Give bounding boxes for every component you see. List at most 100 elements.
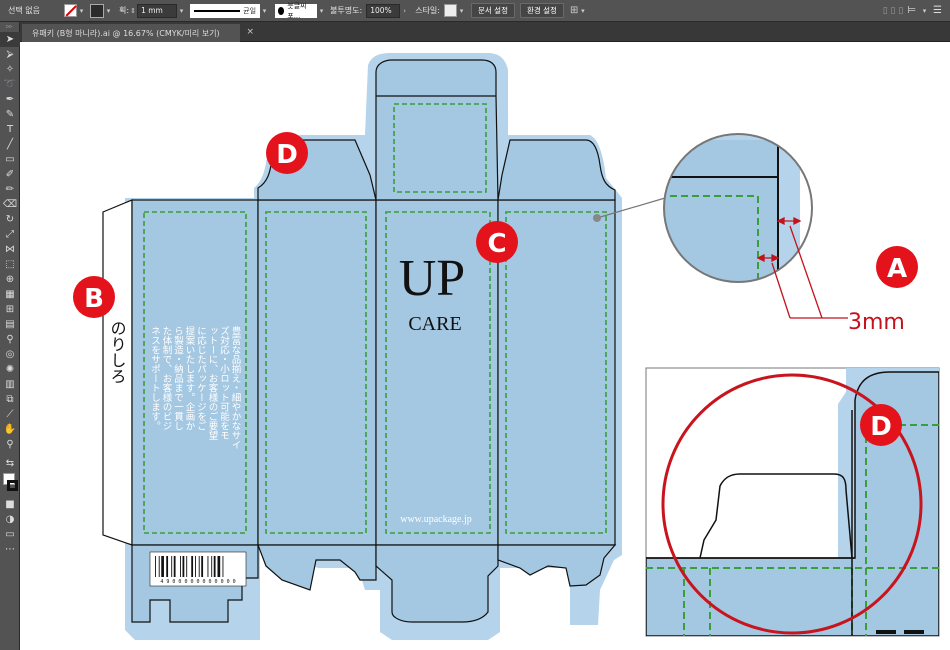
stroke-weight-dropdown-icon[interactable]: ▾ (179, 6, 184, 15)
barcode-bar (182, 556, 185, 577)
curvature-tool-icon[interactable]: ✎ (5, 108, 15, 120)
brush-dot-icon (278, 6, 285, 15)
side-copy-line: ら製造・納品まで一貫し (172, 326, 184, 431)
stroke-color-icon[interactable] (7, 480, 18, 491)
opacity-field[interactable]: 100% (366, 3, 401, 18)
type-tool-icon[interactable]: T (6, 123, 14, 135)
control-bar: 선택 없음 ▾ ▾ 획: ⇕ 1 mm ▾ 균일 ▾ 붓글씨 포... ▾ 불투… (0, 0, 950, 22)
barcode-bar (171, 556, 173, 577)
brush-definition[interactable]: 붓글씨 포... (275, 2, 318, 20)
document-tab-title: 유패키 (B형 마니라).ai @ 16.67% (CMYK/미리 보기) (32, 28, 220, 38)
side-copy-line: た体制で、お客様のビジ (161, 326, 173, 431)
side-copy-line: に応じたパッケージをご (195, 326, 207, 431)
side-copy-line: ネスをサポートします。 (149, 326, 161, 431)
safe-lines (143, 103, 607, 534)
width-tool-icon[interactable]: ⋈ (5, 243, 15, 255)
lasso-tool-icon[interactable]: ➰ (3, 78, 17, 90)
direct-selection-tool-icon[interactable]: ⮚ (6, 48, 14, 60)
marker-c-label: C (487, 229, 506, 259)
panel-collapse-icon[interactable]: ▹▹ (6, 23, 13, 30)
barcode-bar (207, 556, 209, 577)
more-tools-icon[interactable]: ⋯ (5, 543, 15, 555)
arrange-icon[interactable]: ⊞ (569, 5, 579, 16)
isolate-dropdown-icon[interactable]: ▾ (922, 6, 927, 15)
stroke-dropdown-icon[interactable]: ▾ (106, 6, 111, 15)
barcode-bar (211, 556, 213, 577)
marker-a-label: A (887, 254, 907, 284)
artboard-tool-icon[interactable]: ⧉ (6, 393, 14, 405)
shaper-tool-icon[interactable]: ✏ (5, 183, 15, 195)
opacity-arrow-icon[interactable]: › (403, 6, 407, 15)
close-tab-icon[interactable]: × (246, 27, 254, 37)
free-transform-tool-icon[interactable]: ⬚ (5, 258, 15, 270)
style-dropdown-icon[interactable]: ▾ (459, 6, 464, 15)
perspective-grid-tool-icon[interactable]: ▦ (5, 288, 15, 300)
rectangle-tool-icon[interactable]: ▭ (5, 153, 15, 165)
blend-tool-icon[interactable]: ◎ (5, 348, 15, 360)
marker-b-label: B (84, 284, 104, 314)
graphic-style-swatch[interactable] (443, 4, 457, 17)
tools-panel: ▹▹ ➤ ⮚ ✧ ➰ ✒ ✎ T ╱ ▭ ✐ ✏ ⌫ ↻ ⤢ ⋈ ⬚ ⊕ ▦ ⊞… (0, 22, 20, 650)
rotate-tool-icon[interactable]: ↻ (5, 213, 15, 225)
hand-tool-icon[interactable]: ✋ (3, 423, 17, 435)
bottom-flap-right (497, 544, 617, 587)
symbol-sprayer-tool-icon[interactable]: ✺ (5, 363, 15, 375)
slice-tool-icon[interactable]: ⟋ (6, 408, 14, 420)
glue-tab-label: のりしろ (108, 320, 127, 384)
mesh-tool-icon[interactable]: ⊞ (5, 303, 15, 315)
color-mode-icon[interactable]: ■ (5, 498, 15, 510)
selection-status: 선택 없음 (8, 6, 40, 15)
opacity-label[interactable]: 불투명도: (330, 6, 363, 15)
line-tool-icon[interactable]: ╱ (6, 138, 14, 150)
screen-mode-icon[interactable]: ▭ (5, 528, 15, 540)
draw-mode-icon[interactable]: ◑ (5, 513, 15, 525)
barcode-bar (201, 556, 204, 577)
isolate-icon[interactable]: ⊨ (907, 5, 917, 16)
marker-d-top-label: D (276, 140, 298, 170)
artboard-canvas[interactable]: のりしろ 豊富な品揃え・細やかなサイズ対応・小ロット可能をモットーに、お客様のご… (20, 42, 950, 650)
barcode-bar (180, 556, 181, 577)
shape-builder-tool-icon[interactable]: ⊕ (5, 273, 15, 285)
scale-tool-icon[interactable]: ⤢ (6, 228, 14, 240)
fill-stroke-widget[interactable] (0, 471, 19, 497)
column-graph-tool-icon[interactable]: ▥ (5, 378, 15, 390)
pen-tool-icon[interactable]: ✒ (5, 93, 15, 105)
side-copy-line: ットーに、お客様のご要望 (207, 326, 219, 440)
eraser-tool-icon[interactable]: ⌫ (2, 198, 18, 210)
stroke-weight-spinner-icon[interactable]: ⇕ (130, 6, 136, 15)
stroke-swatch[interactable] (90, 3, 104, 18)
swap-fill-stroke-icon[interactable]: ⇆ (5, 457, 15, 469)
front-panel (375, 199, 499, 546)
arrange-dropdown-icon[interactable]: ▾ (581, 6, 585, 15)
stroke-weight-field[interactable]: 1 mm (137, 3, 178, 18)
dimension-label: 3mm (848, 310, 905, 335)
barcode-bar (186, 556, 188, 577)
brush-dropdown-icon[interactable]: ▾ (319, 6, 324, 15)
zoom-tool-icon[interactable]: ⚲ (6, 438, 14, 450)
gradient-tool-icon[interactable]: ▤ (5, 318, 15, 330)
eyedropper-tool-icon[interactable]: ⚲ (6, 333, 14, 345)
magic-wand-tool-icon[interactable]: ✧ (5, 63, 15, 75)
selection-tool-icon[interactable]: ➤ (0, 32, 20, 47)
fill-dropdown-icon[interactable]: ▾ (79, 6, 84, 15)
preferences-button[interactable]: 환경 설정 (519, 3, 564, 18)
logo-care: CARE (408, 313, 461, 335)
stroke-label: 획: (119, 6, 130, 15)
paintbrush-tool-icon[interactable]: ✐ (5, 168, 15, 180)
profile-name: 균일 (243, 6, 257, 15)
document-setup-button[interactable]: 문서 설정 (470, 3, 515, 18)
barcode-bar (158, 556, 160, 577)
markers: D C B A D (73, 132, 918, 446)
align-icons[interactable]: ▯ ▯ ▯ (882, 5, 904, 16)
variable-width-profile[interactable]: 균일 (190, 3, 261, 18)
panel-menu-icon[interactable]: ☰ (933, 5, 942, 16)
barcode-bar (195, 556, 196, 577)
marker-c (476, 221, 518, 263)
side-panel-left (131, 199, 259, 546)
side-copy-line: ズ対応・小ロット可能をモ (218, 325, 230, 440)
fill-swatch[interactable] (64, 4, 77, 17)
profile-dropdown-icon[interactable]: ▾ (262, 6, 267, 15)
document-tab[interactable]: 유패키 (B형 마니라).ai @ 16.67% (CMYK/미리 보기) × (22, 24, 254, 42)
barcode: 4 9 0 0 0 0 0 0 0 0 0 0 0 (149, 551, 247, 587)
